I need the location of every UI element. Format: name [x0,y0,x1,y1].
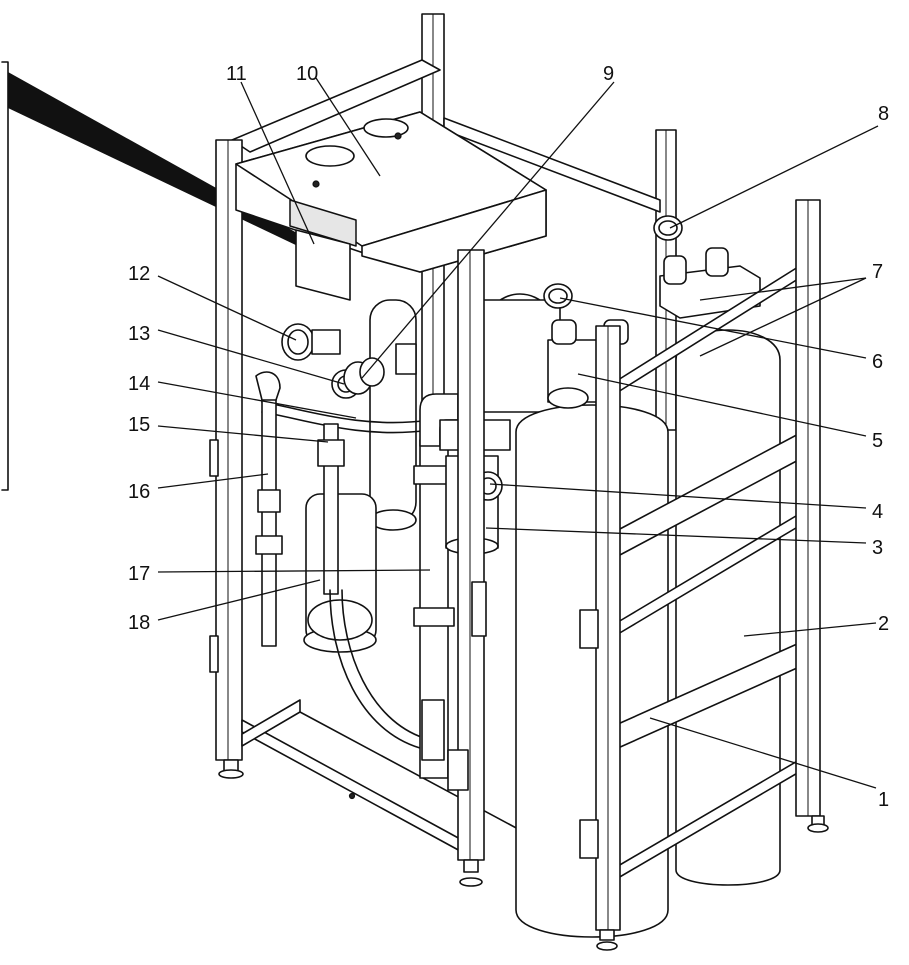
callout-16: 16 [128,481,150,503]
left-front-upright [209,139,244,779]
cartridge-filter-18 [303,493,377,653]
right-front-upright [579,325,621,951]
leader-11 [240,81,315,245]
callout-15: 15 [128,414,150,436]
callout-9: 9 [603,63,614,85]
leader-7a [699,277,867,301]
callout-18: 18 [128,612,150,634]
pressure-gauge-12 [281,323,341,361]
callout-6: 6 [872,351,883,373]
leader-3 [485,527,867,544]
callout-7: 7 [872,261,883,283]
inlet-tube-16 [255,371,283,647]
callout-14: 14 [128,373,150,395]
callout-1: 1 [878,789,889,811]
pressure-gauge-8 [653,215,683,241]
leader-13 [157,329,345,385]
callout-11: 11 [226,63,247,85]
callout-13: 13 [128,323,150,345]
callout-4: 4 [872,501,883,523]
leader-5 [577,373,867,437]
leader-7b [699,277,867,357]
leader-17 [157,569,431,573]
leader-15 [157,425,329,443]
leader-8 [669,125,879,229]
callout-3: 3 [872,537,883,559]
leader-14 [157,381,357,419]
callout-17: 17 [128,563,150,585]
callout-10: 10 [296,63,318,85]
callout-labels: 1 2 3 4 5 6 7 8 9 10 11 12 13 14 15 16 [128,63,889,811]
flow-meter-17 [413,393,459,779]
callout-8: 8 [878,103,889,125]
valve-cluster-9 [343,343,417,395]
callout-2: 2 [878,613,889,635]
leader-18 [157,579,321,621]
callout-5: 5 [872,430,883,452]
callout-12: 12 [128,263,150,285]
leader-6 [559,297,867,359]
pressure-gauge-6 [543,283,573,309]
leader-10 [315,77,381,177]
display-panel [295,229,351,301]
far-right-upright [795,199,829,833]
manifold-7 [659,247,761,319]
middle-front-upright [447,249,487,887]
control-box [235,111,547,273]
leader-2 [743,622,877,637]
vessel-racks [617,261,807,879]
leader-1 [649,717,877,789]
leader-9 [361,81,615,379]
leader-16 [157,473,269,489]
leader-4 [489,483,867,509]
hose-15 [317,423,425,749]
leader-12 [157,275,297,341]
